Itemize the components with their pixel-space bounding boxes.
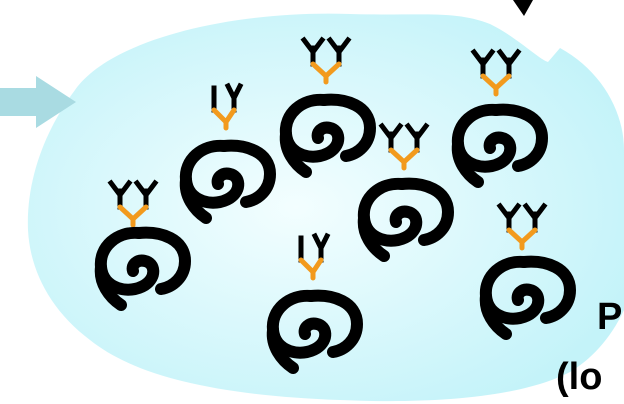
caption-line-1: P: [597, 296, 622, 339]
arrow-head-top: [513, 0, 533, 16]
caption-line-2: (lo: [556, 356, 602, 399]
